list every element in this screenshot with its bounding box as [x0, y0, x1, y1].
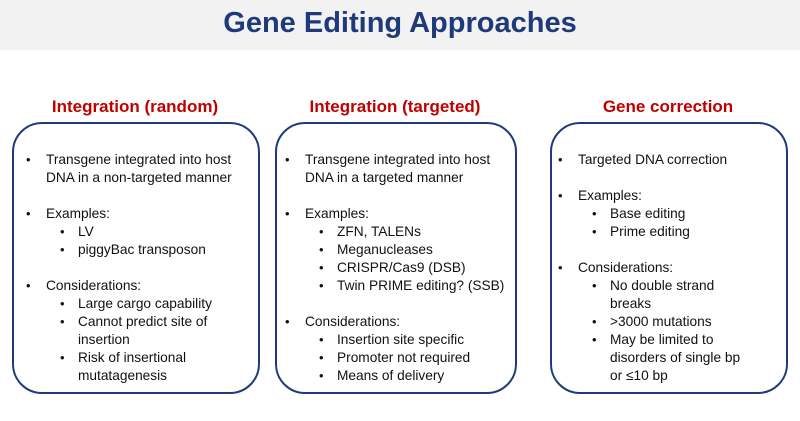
item-text: Considerations:	[305, 314, 401, 329]
sub-item: Cannot predict site of insertion	[60, 313, 218, 349]
sub-item: Promoter not required	[319, 349, 515, 367]
sub-list: Base editing Prime editing	[578, 205, 786, 241]
item-text: Considerations:	[46, 278, 142, 293]
sub-list: Insertion site specific Promoter not req…	[305, 331, 515, 385]
heading-integration-targeted: Integration (targeted)	[309, 97, 481, 116]
bullet-list: Targeted DNA correction Examples: Base e…	[552, 151, 786, 385]
list-item: Transgene integrated into host DNA in a …	[26, 151, 258, 187]
bullet-list: Transgene integrated into host DNA in a …	[14, 151, 258, 385]
sub-item: Means of delivery	[319, 367, 515, 385]
sub-item: No double strand breaks	[592, 277, 756, 313]
sub-list: LV piggyBac transposon	[46, 223, 258, 259]
item-text: Examples:	[578, 188, 642, 203]
sub-item: CRISPR/Cas9 (DSB)	[319, 259, 515, 277]
sub-item: May be limited to disorders of single bp…	[592, 331, 756, 385]
sub-item: >3000 mutations	[592, 313, 756, 331]
sub-item: ZFN, TALENs	[319, 223, 515, 241]
page-title: Gene Editing Approaches	[223, 7, 577, 39]
list-item: Examples: Base editing Prime editing	[558, 187, 786, 241]
list-item: Considerations: Large cargo capability C…	[26, 277, 258, 385]
sub-item: LV	[60, 223, 258, 241]
item-text: Considerations:	[578, 260, 674, 275]
heading-integration-random: Integration (random)	[51, 97, 219, 116]
sub-item: Meganucleases	[319, 241, 515, 259]
list-item: Considerations: No double strand breaks …	[558, 259, 786, 385]
sub-item: Base editing	[592, 205, 786, 223]
list-item: Examples: ZFN, TALENs Meganucleases CRIS…	[285, 205, 515, 295]
sub-list: Large cargo capability Cannot predict si…	[46, 295, 258, 385]
list-item: Targeted DNA correction	[558, 151, 786, 169]
list-item: Examples: LV piggyBac transposon	[26, 205, 258, 259]
card-integration-random: Transgene integrated into host DNA in a …	[12, 122, 260, 394]
card-body: Targeted DNA correction Examples: Base e…	[552, 151, 786, 403]
item-text: Examples:	[46, 206, 110, 221]
item-text: Targeted DNA correction	[578, 152, 728, 167]
item-text: Transgene integrated into host DNA in a …	[305, 152, 491, 185]
card-body: Transgene integrated into host DNA in a …	[14, 151, 258, 403]
sub-item: piggyBac transposon	[60, 241, 258, 259]
bullet-list: Transgene integrated into host DNA in a …	[277, 151, 515, 385]
item-text: Examples:	[305, 206, 369, 221]
item-text: Transgene integrated into host DNA in a …	[46, 152, 232, 185]
list-item: Transgene integrated into host DNA in a …	[285, 151, 515, 187]
sub-item: Twin PRIME editing? (SSB)	[319, 277, 515, 295]
sub-item: Risk of insertional mutatagenesis	[60, 349, 218, 385]
sub-list: No double strand breaks >3000 mutations …	[578, 277, 786, 385]
card-integration-targeted: Transgene integrated into host DNA in a …	[275, 122, 517, 394]
sub-item: Insertion site specific	[319, 331, 515, 349]
sub-item: Large cargo capability	[60, 295, 218, 313]
card-body: Transgene integrated into host DNA in a …	[277, 151, 515, 403]
heading-gene-correction: Gene correction	[602, 97, 734, 116]
sub-list: ZFN, TALENs Meganucleases CRISPR/Cas9 (D…	[305, 223, 515, 295]
card-gene-correction: Targeted DNA correction Examples: Base e…	[550, 122, 788, 394]
sub-item: Prime editing	[592, 223, 786, 241]
title-band	[0, 0, 800, 50]
list-item: Considerations: Insertion site specific …	[285, 313, 515, 385]
